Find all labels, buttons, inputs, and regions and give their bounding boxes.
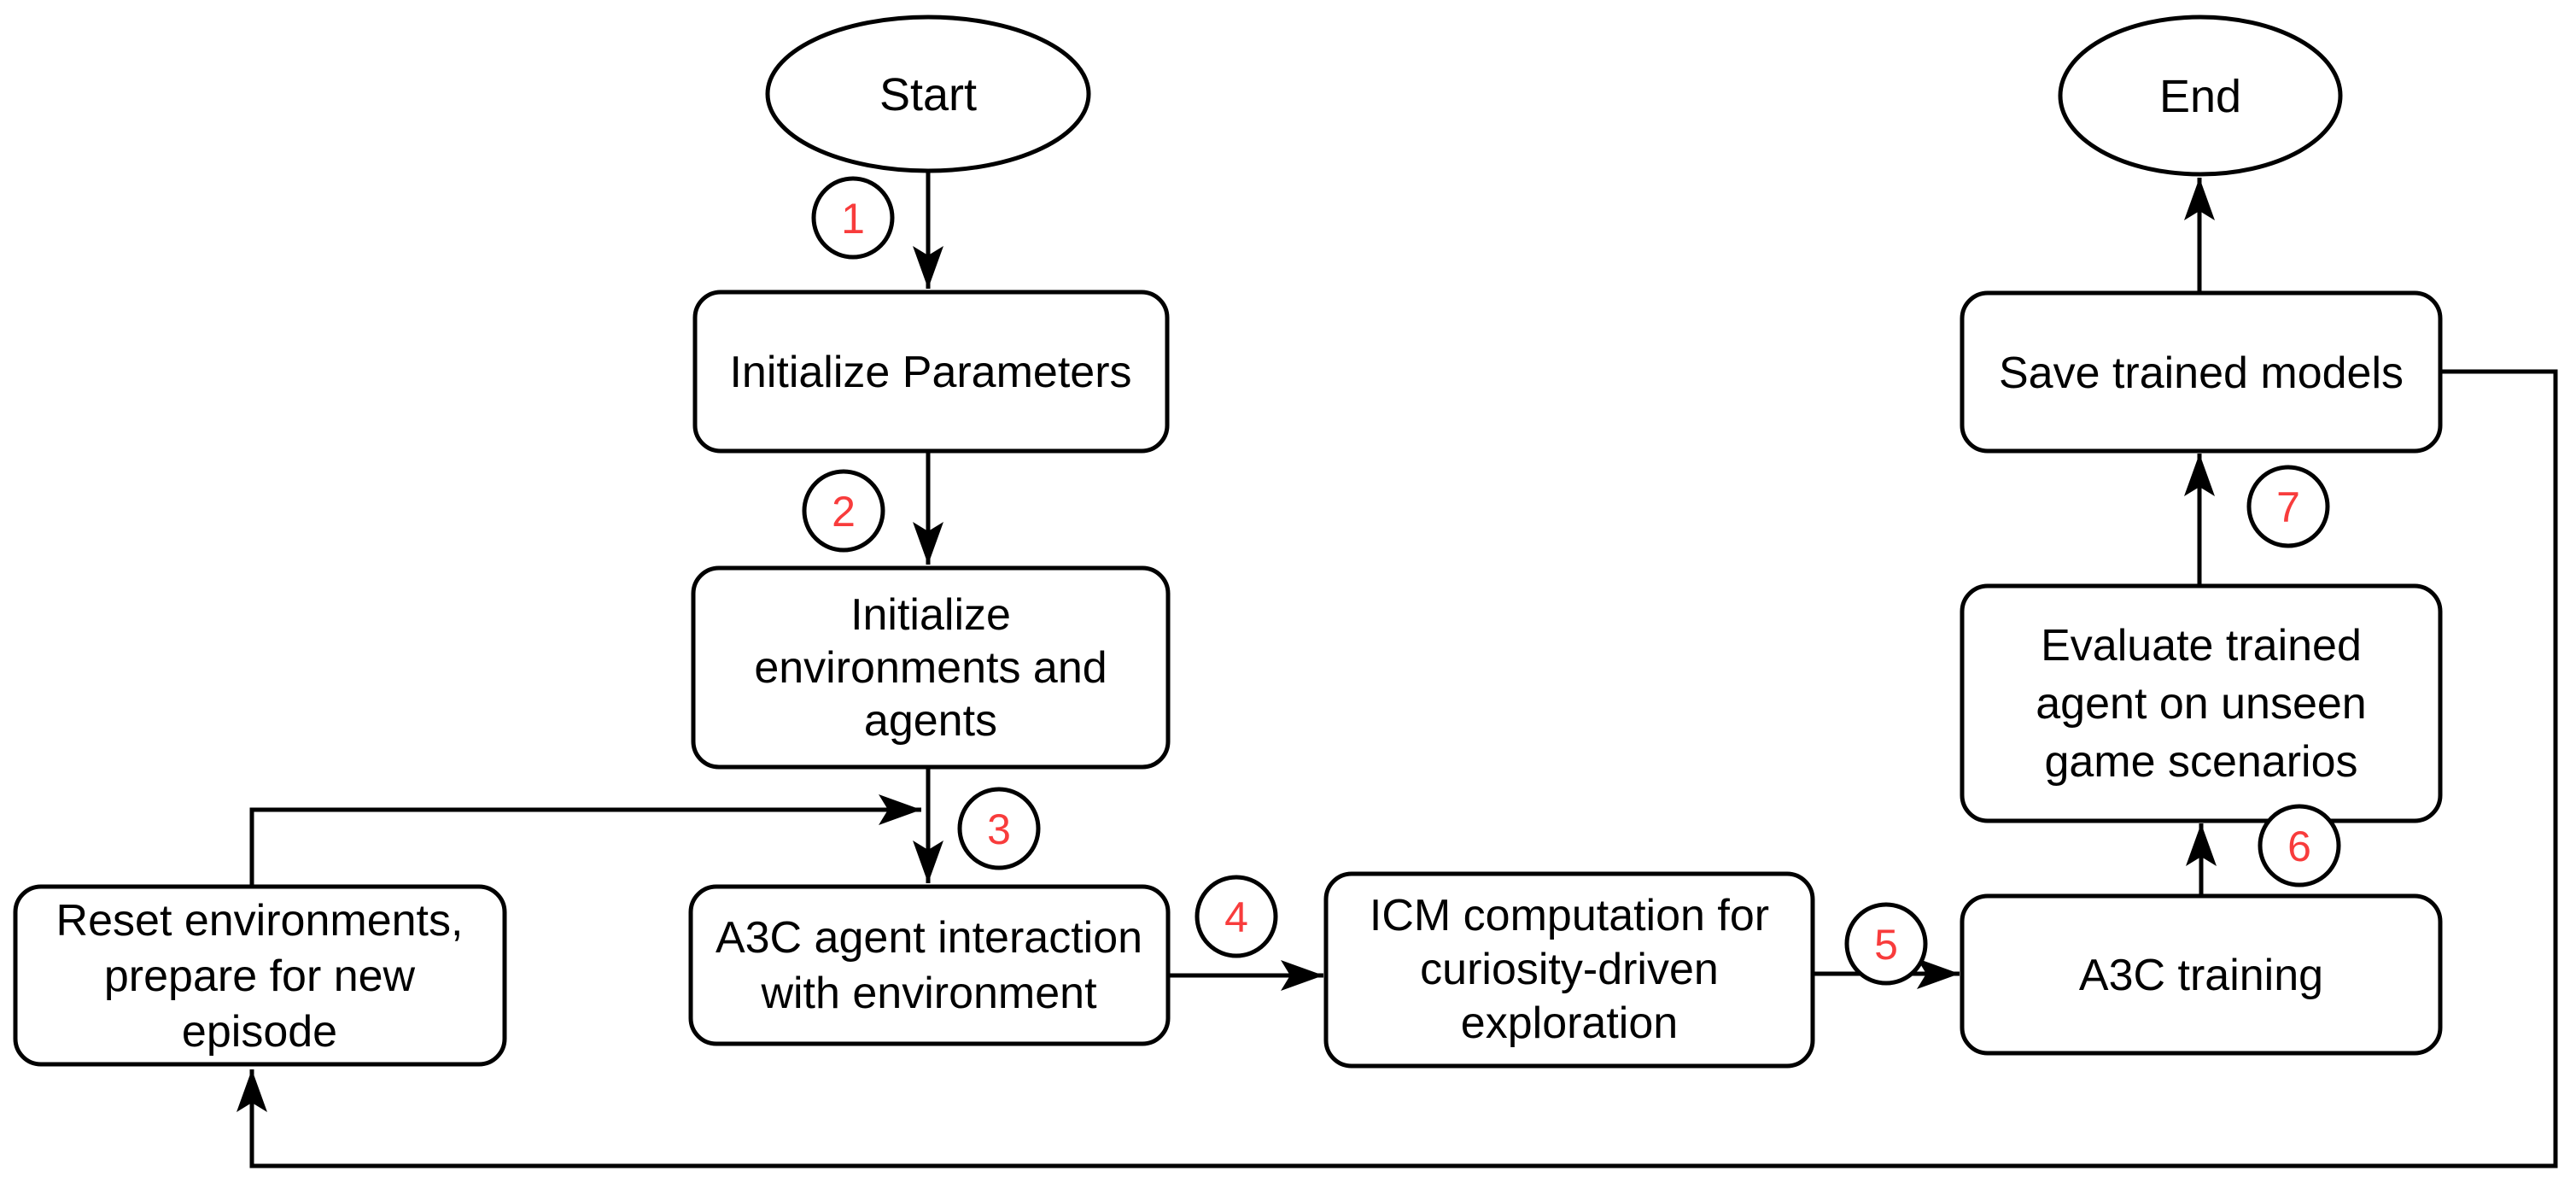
step-circle-4 [1195,875,1278,958]
evaluate-agent-line3: game scenarios [2044,737,2357,787]
initialize-environments-line2: environments and [754,643,1107,693]
node-start: Start [765,15,1091,173]
start-label: Start [879,69,977,120]
step-badge-6: 6 [2258,804,2341,887]
reset-environments-line1: Reset environments, [56,896,464,946]
step-circle-5 [1844,902,1928,986]
step-circle-1 [811,176,895,260]
a3c-interaction-line1: A3C agent interaction [716,913,1142,963]
icm-computation-line2: curiosity-driven [1420,945,1719,994]
step-badge-7: 7 [2246,465,2330,548]
node-save-models: Save trained models [1960,290,2443,454]
evaluate-agent-line1: Evaluate trained [2041,621,2362,671]
node-end: End [2058,15,2343,177]
step-badges: 1 2 3 4 5 6 7 [802,176,2341,986]
step-badge-1: 1 [811,176,895,260]
nodes: Start Initialize Parameters Initialize e… [13,15,2443,1069]
a3c-training-label: A3C training [2079,951,2323,1000]
step-badge-4: 4 [1195,875,1278,958]
reset-environments-line3: episode [182,1007,337,1057]
initialize-parameters-label: Initialize Parameters [729,348,1131,397]
evaluate-agent-box [1960,583,2443,823]
start-ellipse [765,15,1091,173]
initialize-parameters-box [692,290,1170,454]
end-ellipse [2058,15,2343,177]
step-number-2: 2 [832,488,856,536]
step-number-4: 4 [1224,893,1248,941]
node-reset-environments: Reset environments, prepare for new epis… [13,884,507,1067]
step-badge-3: 3 [957,787,1041,870]
reset-environments-line2: prepare for new [104,952,416,1001]
initialize-environments-line3: agents [864,696,997,746]
node-evaluate-agent: Evaluate trained agent on unseen game sc… [1960,583,2443,823]
step-badge-2: 2 [802,469,885,553]
a3c-interaction-line2: with environment [760,969,1097,1018]
node-a3c-interaction: A3C agent interaction with environment [688,884,1171,1046]
step-number-5: 5 [1874,921,1898,969]
step-number-1: 1 [841,195,865,243]
icm-computation-line1: ICM computation for [1370,891,1769,940]
end-label: End [2159,71,2241,122]
save-models-label: Save trained models [1999,348,2404,398]
node-initialize-environments: Initialize environments and agents [691,565,1171,770]
step-number-3: 3 [987,805,1011,853]
step-number-7: 7 [2276,483,2300,531]
initialize-environments-box [691,565,1171,770]
edge-save-to-reset-loop [237,369,2558,1168]
evaluate-agent-line2: agent on unseen [2036,679,2366,729]
step-circle-6 [2258,804,2341,887]
step-circle-3 [957,787,1041,870]
icm-computation-line3: exploration [1461,999,1678,1048]
save-models-box [1960,290,2443,454]
step-badge-5: 5 [1844,902,1928,986]
node-a3c-training: A3C training [1960,893,2443,1056]
edge-reset-to-a3c-interaction-loop [249,794,921,887]
step-circle-7 [2246,465,2330,548]
step-number-6: 6 [2287,823,2311,870]
icm-computation-box [1323,871,1815,1069]
initialize-environments-line1: Initialize [850,590,1011,640]
node-initialize-parameters: Initialize Parameters [692,290,1170,454]
a3c-training-box [1960,893,2443,1056]
a3c-interaction-box [688,884,1171,1046]
node-icm-computation: ICM computation for curiosity-driven exp… [1323,871,1815,1069]
reset-environments-box [13,884,507,1067]
step-circle-2 [802,469,885,553]
